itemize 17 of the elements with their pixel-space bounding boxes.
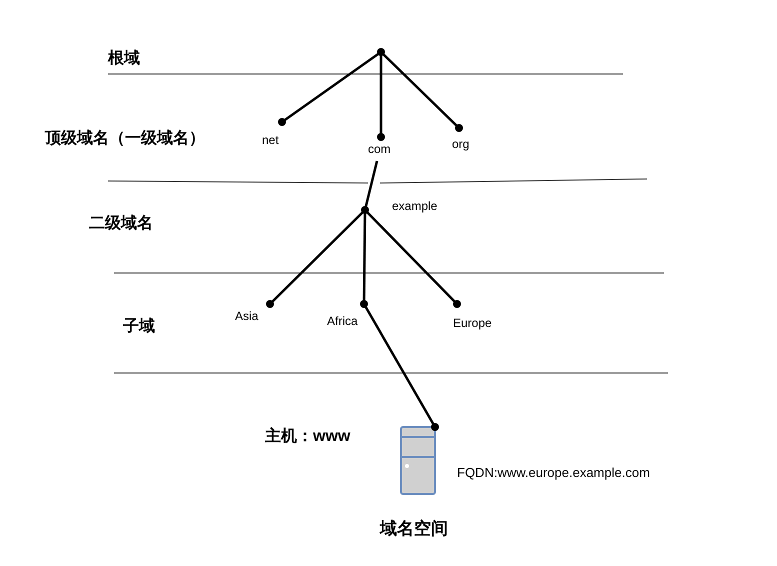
beside-label: FQDN:www.europe.example.com [457,464,650,482]
level-label: 子域 [123,316,155,337]
node-label: org [452,138,470,150]
level-label: 二级域名 [89,214,153,234]
node-label: Europe [453,317,492,329]
caption: 域名空间 [380,518,448,540]
level-label: 根域 [108,48,140,69]
node-label: Africa [327,315,358,327]
node-label: com [368,143,391,155]
level-label: 顶级域名（一级域名） [45,128,205,149]
node-label: example [392,200,438,212]
node-label: net [262,134,279,146]
beside-label: 主机：www [265,426,350,447]
tree-line [364,209,458,305]
tree-line [269,209,366,305]
tree-line [380,51,460,129]
node-label: Asia [235,310,258,322]
